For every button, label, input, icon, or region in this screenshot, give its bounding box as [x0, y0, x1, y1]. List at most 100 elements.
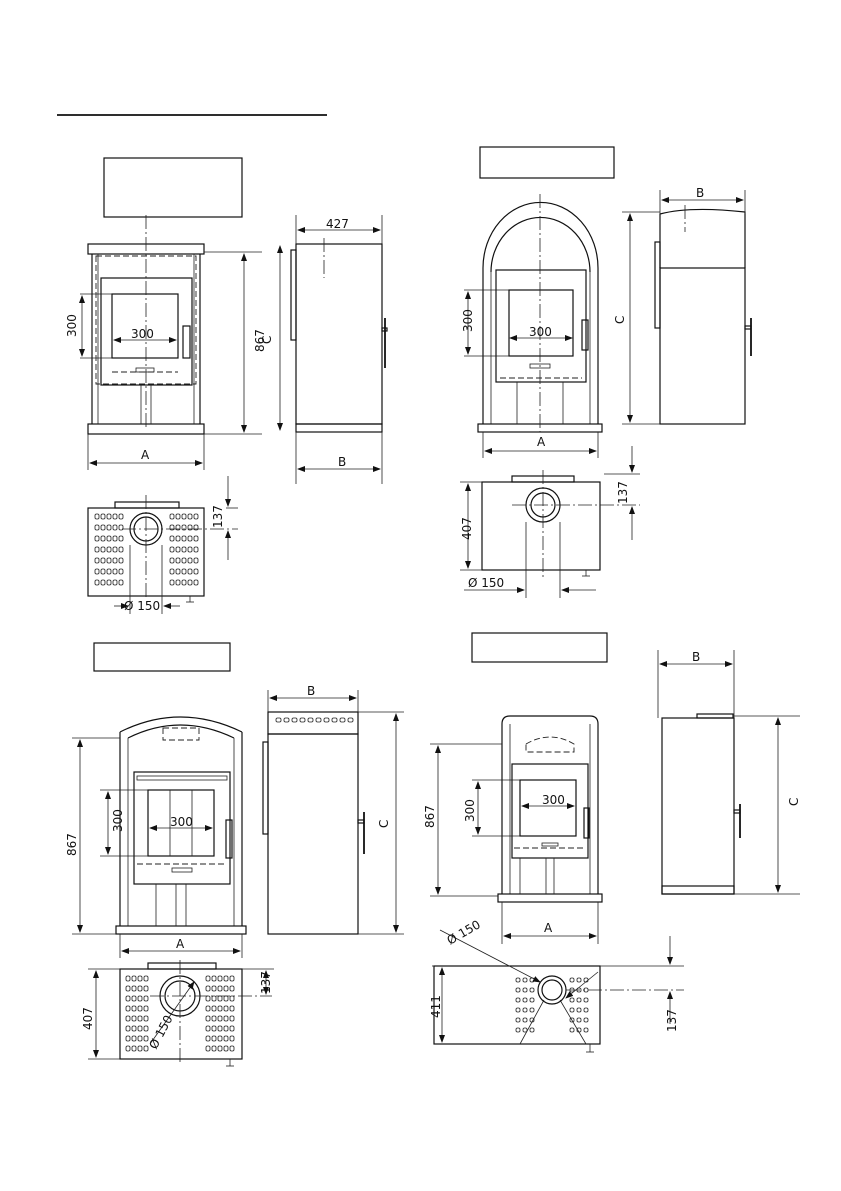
- vent-slot: [206, 986, 210, 991]
- vent-slot: [516, 1018, 520, 1022]
- dim-opening-height: 300: [111, 809, 125, 832]
- vent-slot: [523, 1008, 527, 1012]
- vent-slots-left: [95, 514, 123, 585]
- vent-slot: [194, 580, 198, 585]
- vent-slot: [230, 1026, 234, 1031]
- vent-slot: [218, 1046, 222, 1051]
- vent-slot: [113, 580, 117, 585]
- vent-slot: [340, 718, 345, 722]
- vent-slot: [523, 1018, 527, 1022]
- vent-slot: [107, 569, 111, 574]
- vent-slot: [332, 718, 337, 722]
- vent-slot: [194, 558, 198, 563]
- vent-slot: [119, 514, 123, 519]
- vent-slot: [95, 547, 99, 552]
- vent-slot: [530, 1028, 534, 1032]
- vent-slot: [101, 547, 105, 552]
- vent-slot: [530, 1008, 534, 1012]
- side-view: B C: [613, 186, 751, 424]
- vent-slot: [170, 536, 174, 541]
- vent-slot: [182, 569, 186, 574]
- vent-slots-right: [206, 976, 234, 1051]
- vent-slot: [516, 1008, 520, 1012]
- label-box: [104, 158, 242, 217]
- vent-slot: [516, 988, 520, 992]
- vent-slot: [119, 580, 123, 585]
- dim-height: 867: [65, 833, 79, 856]
- vent-slot: [224, 1006, 228, 1011]
- vent-slot: [577, 1008, 581, 1012]
- vent-slot: [218, 1036, 222, 1041]
- vent-slots-left: [126, 976, 148, 1051]
- vent-slot: [126, 996, 130, 1001]
- dim-B: B: [696, 186, 704, 200]
- vent-slot: [170, 547, 174, 552]
- vent-slot: [218, 986, 222, 991]
- vent-slot: [107, 558, 111, 563]
- vent-slot: [188, 580, 192, 585]
- dim-depth: 427: [326, 217, 349, 231]
- vent-slot: [119, 536, 123, 541]
- vent-slot: [523, 998, 527, 1002]
- vent-slot: [132, 976, 136, 981]
- vent-slot: [348, 718, 353, 722]
- vent-slot: [144, 1006, 148, 1011]
- vent-slot: [113, 525, 117, 530]
- vent-slot: [212, 996, 216, 1001]
- vent-slot: [516, 998, 520, 1002]
- dim-flue-offset: 137: [259, 971, 273, 994]
- vent-slot: [101, 514, 105, 519]
- vent-slot: [570, 1008, 574, 1012]
- vent-slot: [113, 536, 117, 541]
- dim-opening-width: 300: [542, 793, 565, 807]
- vent-slot: [113, 558, 117, 563]
- vent-slot: [224, 1016, 228, 1021]
- vent-slot: [144, 1046, 148, 1051]
- vent-slot: [170, 569, 174, 574]
- vent-slot: [144, 1016, 148, 1021]
- vent-slot: [132, 996, 136, 1001]
- vent-slot: [132, 1016, 136, 1021]
- vent-slot: [300, 718, 305, 722]
- label-box: [472, 633, 607, 662]
- vent-slot: [107, 536, 111, 541]
- vent-slot: [584, 1008, 588, 1012]
- vent-slot: [218, 1026, 222, 1031]
- vent-slots-side: [276, 718, 353, 722]
- vent-slot: [132, 1046, 136, 1051]
- dim-depth: 407: [460, 517, 474, 540]
- vent-slot: [144, 996, 148, 1001]
- dim-C: C: [787, 798, 801, 806]
- vent-slot: [212, 1046, 216, 1051]
- dim-flue-diameter: Ø 150: [124, 599, 160, 613]
- dim-B: B: [338, 455, 346, 469]
- dim-opening-height: 300: [463, 799, 477, 822]
- dim-B: B: [692, 650, 700, 664]
- vent-slot: [107, 547, 111, 552]
- model-top-left: 300 300 A 867: [65, 158, 387, 614]
- vent-slot: [230, 1006, 234, 1011]
- dim-A: A: [537, 435, 546, 449]
- vent-slot: [144, 986, 148, 991]
- vent-slot: [218, 996, 222, 1001]
- vent-slot: [107, 580, 111, 585]
- vent-slot: [230, 976, 234, 981]
- vent-slot: [224, 996, 228, 1001]
- vent-slot: [308, 718, 313, 722]
- top-view: 137 407 Ø 150: [81, 960, 274, 1066]
- vent-slot: [126, 986, 130, 991]
- vent-slot: [577, 978, 581, 982]
- vent-slot: [144, 1036, 148, 1041]
- vent-slot: [212, 1006, 216, 1011]
- vent-slot: [101, 580, 105, 585]
- vent-slots-right: [570, 978, 588, 1032]
- vent-slot: [212, 1026, 216, 1031]
- vent-slot: [119, 569, 123, 574]
- vent-slot: [138, 1026, 142, 1031]
- vent-slot: [584, 998, 588, 1002]
- vent-slot: [119, 525, 123, 530]
- vent-slot: [176, 580, 180, 585]
- top-view: 137 Ø 150: [88, 476, 238, 614]
- vent-slot: [188, 547, 192, 552]
